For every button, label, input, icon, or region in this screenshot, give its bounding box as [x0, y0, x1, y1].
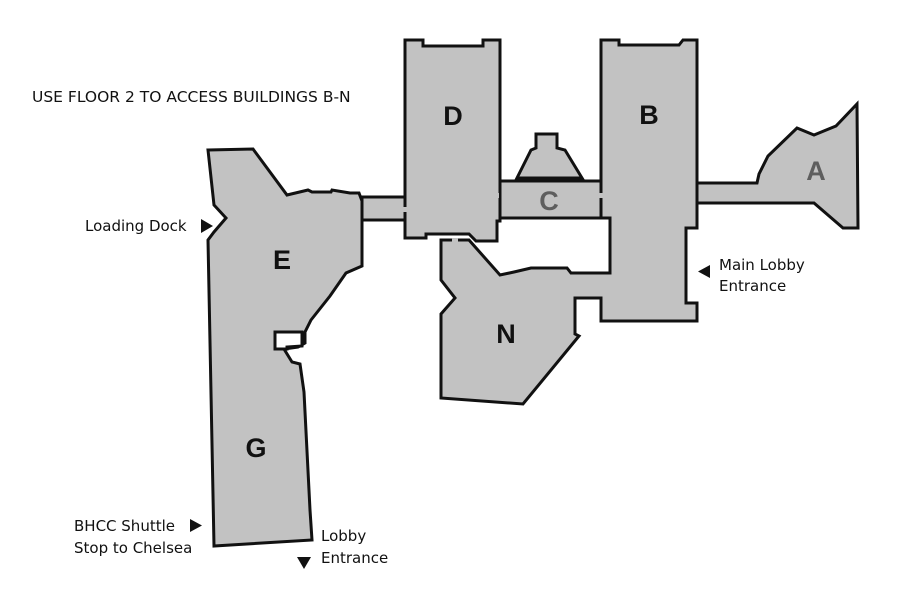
- down-arrow-icon: [297, 557, 311, 569]
- label-building-g: G: [245, 433, 266, 463]
- lobby-label-line2: Entrance: [321, 549, 388, 567]
- map-title: USE FLOOR 2 TO ACCESS BUILDINGS B-N: [32, 88, 351, 106]
- right-arrow-icon: [201, 219, 213, 233]
- building-d[interactable]: [403, 38, 502, 243]
- label-building-e: E: [273, 245, 291, 275]
- label-building-b: B: [639, 100, 659, 130]
- shuttle-label-line1: BHCC Shuttle: [74, 517, 175, 535]
- loading-dock-label: Loading Dock: [85, 217, 187, 235]
- label-building-c: C: [539, 186, 559, 216]
- shuttle-label-line2: Stop to Chelsea: [74, 539, 192, 557]
- building-b[interactable]: [439, 38, 699, 406]
- label-building-d: D: [443, 101, 463, 131]
- building-a[interactable]: [695, 100, 860, 230]
- corridor-e-d[interactable]: [360, 195, 407, 222]
- left-arrow-icon: [698, 265, 710, 278]
- label-building-n: N: [496, 319, 516, 349]
- main-lobby-label-line2: Entrance: [719, 277, 786, 295]
- main-lobby-label-line1: Main Lobby: [719, 256, 805, 274]
- label-building-a: A: [806, 156, 826, 186]
- lobby-label-line1: Lobby: [321, 527, 366, 545]
- building-e-notch: [273, 330, 304, 351]
- right-arrow-icon: [190, 519, 202, 532]
